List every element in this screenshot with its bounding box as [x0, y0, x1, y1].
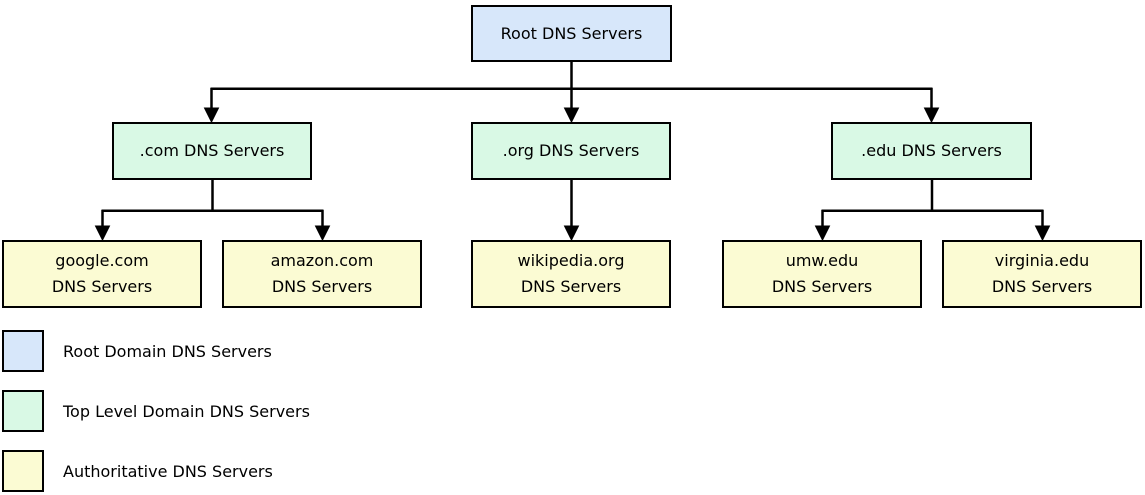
legend-label-tld: Top Level Domain DNS Servers	[63, 401, 310, 421]
node-label-line2: DNS Servers	[991, 277, 1093, 296]
node-com-dns-servers: .com DNS Servers	[112, 122, 312, 180]
arrowhead-virginia	[1034, 225, 1051, 242]
arrowhead-org	[563, 107, 580, 124]
node-label-line1: amazon.com	[270, 251, 374, 270]
node-google-dns-servers: google.com DNS Servers	[2, 240, 202, 308]
node-label-line2: DNS Servers	[771, 277, 873, 296]
legend-label-root: Root Domain DNS Servers	[63, 341, 272, 361]
node-umw-dns-servers: umw.edu DNS Servers	[722, 240, 922, 308]
node-label-line2: DNS Servers	[51, 277, 153, 296]
node-label-line1: wikipedia.org	[517, 251, 625, 270]
legend-label-authoritative: Authoritative DNS Servers	[63, 461, 273, 481]
node-label-line1: virginia.edu	[994, 251, 1090, 270]
arrowhead-amazon	[314, 225, 331, 242]
arrowhead-google	[94, 225, 111, 242]
arrowhead-com	[203, 107, 220, 124]
node-label: .edu DNS Servers	[861, 141, 1002, 160]
legend-item-root: Root Domain DNS Servers	[2, 330, 272, 372]
legend-swatch-tld	[2, 390, 44, 432]
legend-swatch-authoritative	[2, 450, 44, 492]
node-label: .com DNS Servers	[139, 141, 285, 160]
node-label-line2: DNS Servers	[520, 277, 622, 296]
node-virginia-dns-servers: virginia.edu DNS Servers	[942, 240, 1142, 308]
legend-item-tld: Top Level Domain DNS Servers	[2, 390, 310, 432]
node-label: Root DNS Servers	[500, 23, 643, 43]
legend-item-authoritative: Authoritative DNS Servers	[2, 450, 273, 492]
node-edu-dns-servers: .edu DNS Servers	[831, 122, 1032, 180]
node-label-line1: google.com	[55, 251, 149, 270]
node-wikipedia-dns-servers: wikipedia.org DNS Servers	[471, 240, 671, 308]
arrowhead-edu	[923, 107, 940, 124]
legend-swatch-root	[2, 330, 44, 372]
node-label-line2: DNS Servers	[271, 277, 373, 296]
node-label: .org DNS Servers	[502, 141, 640, 160]
node-root-dns-servers: Root DNS Servers	[471, 5, 672, 62]
node-label-line1: umw.edu	[785, 251, 859, 270]
arrowhead-wikipedia	[563, 225, 580, 242]
arrowhead-umw	[814, 225, 831, 242]
node-org-dns-servers: .org DNS Servers	[471, 122, 671, 180]
node-amazon-dns-servers: amazon.com DNS Servers	[222, 240, 422, 308]
